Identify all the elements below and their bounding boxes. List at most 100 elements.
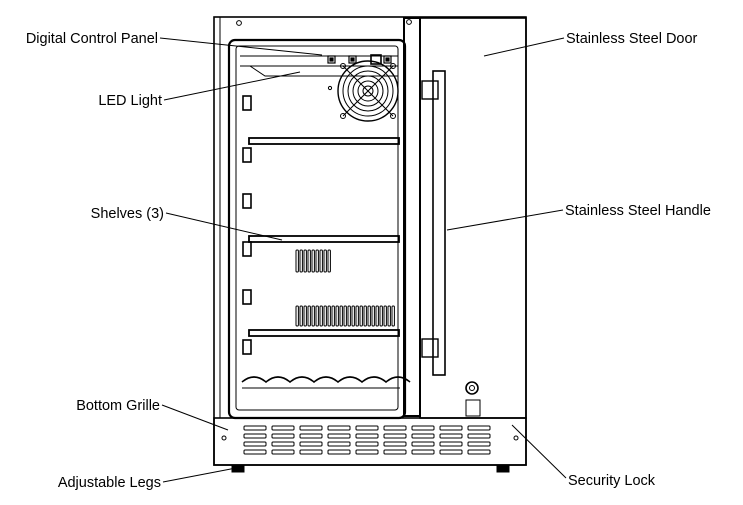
grille-slot xyxy=(299,433,323,439)
handle xyxy=(421,70,446,376)
grille-slot xyxy=(439,449,463,455)
leader-lines xyxy=(159,37,567,483)
grille-slots xyxy=(243,425,491,455)
bottom-grille xyxy=(213,417,527,466)
label-handle: Stainless Steel Handle xyxy=(565,203,711,219)
hinge-screw xyxy=(236,20,242,26)
label-control-panel: Digital Control Panel xyxy=(26,31,158,47)
labels: Digital Control Panel LED Light Shelves … xyxy=(26,31,711,491)
grille-slot xyxy=(439,441,463,447)
grille-slot xyxy=(271,449,295,455)
grille-screw xyxy=(221,435,227,441)
rear-vent-slot xyxy=(319,305,323,327)
rear-vent-slot xyxy=(315,305,319,327)
rear-vent-slot xyxy=(391,305,395,327)
door-edge xyxy=(403,17,421,417)
handle-bar xyxy=(432,70,446,376)
shelf-rail xyxy=(242,147,252,163)
control-panel-buttons xyxy=(327,54,392,65)
rear-vent-slot xyxy=(343,305,347,327)
grille-slot xyxy=(411,425,435,431)
cabinet-outline xyxy=(213,16,527,466)
rear-vent-slot xyxy=(311,249,315,273)
grille-slot xyxy=(411,449,435,455)
shelf-rail xyxy=(242,289,252,305)
rear-vent-slot xyxy=(303,249,307,273)
rear-vents-upper xyxy=(295,249,331,273)
rear-vent-slot xyxy=(347,305,351,327)
door-panel xyxy=(419,17,527,419)
bottle-rack xyxy=(241,376,411,384)
rear-vent-slot xyxy=(371,305,375,327)
label-shelves: Shelves (3) xyxy=(91,206,164,222)
rear-vent-slot xyxy=(323,249,327,273)
grille-slot xyxy=(243,441,267,447)
control-button-icon xyxy=(383,55,392,64)
grille-frame xyxy=(213,417,527,466)
grille-slot xyxy=(467,441,491,447)
leader-shelves xyxy=(165,212,283,241)
shelves xyxy=(248,137,400,337)
shelf-rails xyxy=(242,95,252,355)
grille-slot xyxy=(271,425,295,431)
leg xyxy=(496,464,510,473)
grille-slot xyxy=(243,449,267,455)
hinge-screw xyxy=(406,19,412,25)
shelf-rail xyxy=(242,241,252,257)
handle-mount-bottom xyxy=(421,338,439,358)
door xyxy=(403,17,527,419)
grille-slot xyxy=(467,433,491,439)
rear-vent-slot xyxy=(351,305,355,327)
rear-vent-slot xyxy=(367,305,371,327)
rear-vent-slot xyxy=(387,305,391,327)
grille-slot xyxy=(411,433,435,439)
rear-vent-slot xyxy=(327,249,331,273)
grille-slot xyxy=(383,425,407,431)
leader-door xyxy=(483,37,565,57)
rear-vent-slot xyxy=(375,305,379,327)
shelf-rail xyxy=(242,193,252,209)
control-button-icon xyxy=(348,55,357,64)
grille-slot xyxy=(243,425,267,431)
label-door: Stainless Steel Door xyxy=(566,31,698,47)
shelf-rail xyxy=(242,339,252,355)
shelf xyxy=(248,137,400,145)
rear-vent-slot xyxy=(383,305,387,327)
rear-vents-lower xyxy=(295,305,395,327)
grille-slot xyxy=(383,441,407,447)
rear-vent-slot xyxy=(299,249,303,273)
leader-bottom-grille xyxy=(161,404,229,431)
grille-slot xyxy=(355,449,379,455)
control-button-icon xyxy=(327,55,336,64)
inner-frame xyxy=(227,38,407,420)
rear-vent-slot xyxy=(379,305,383,327)
shelf-rail xyxy=(242,95,252,111)
label-led-light: LED Light xyxy=(98,93,162,109)
control-button-dot xyxy=(329,57,334,62)
adjustable-legs xyxy=(231,464,510,473)
grille-slot xyxy=(467,425,491,431)
rear-vent-slot xyxy=(303,305,307,327)
rear-vent-slot xyxy=(299,305,303,327)
control-button-dot xyxy=(385,57,390,62)
grille-slot xyxy=(327,449,351,455)
shelf xyxy=(248,329,400,337)
rear-vent-slot xyxy=(339,305,343,327)
grille-slot xyxy=(439,433,463,439)
rear-vent-slot xyxy=(295,305,299,327)
lock-icon xyxy=(465,381,481,417)
inner-liner xyxy=(235,45,399,411)
grille-slot xyxy=(299,441,323,447)
rear-vent-slot xyxy=(331,305,335,327)
grille-slot xyxy=(299,425,323,431)
rear-vent-slot xyxy=(359,305,363,327)
grille-slot xyxy=(271,433,295,439)
control-button-dot xyxy=(350,57,355,62)
leader-handle xyxy=(446,209,564,231)
rear-vent-slot xyxy=(315,249,319,273)
rear-vent-slot xyxy=(311,305,315,327)
shelf xyxy=(248,235,400,243)
lock-housing xyxy=(465,399,481,417)
